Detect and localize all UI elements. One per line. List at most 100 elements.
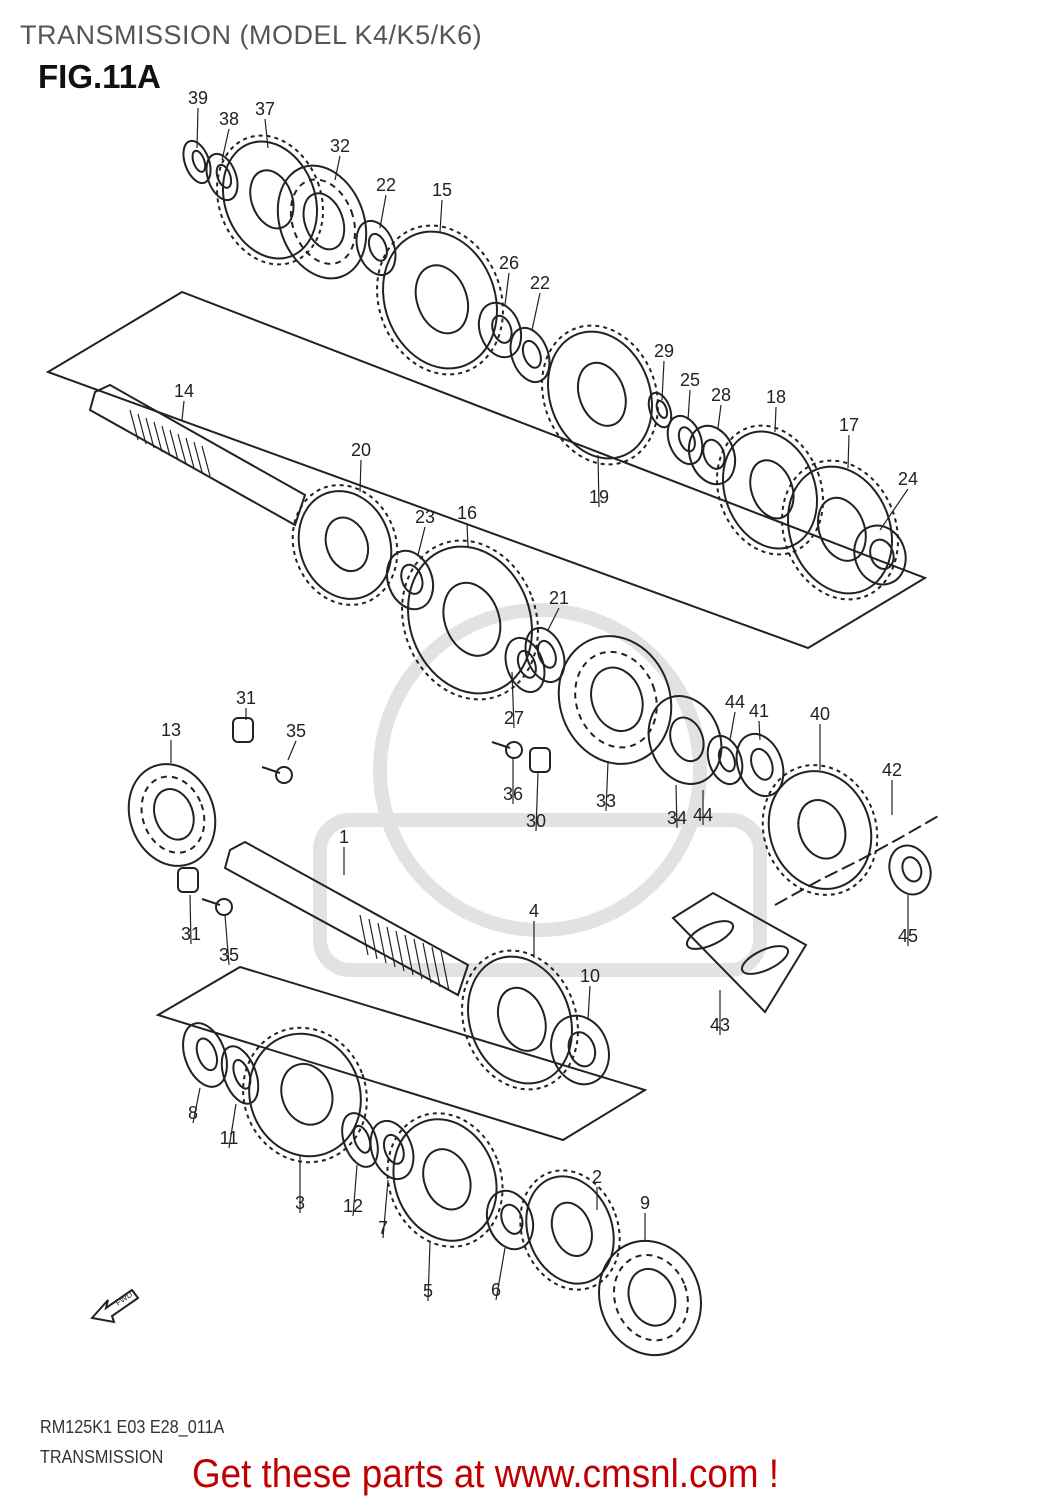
callout-39: 39 bbox=[188, 88, 208, 149]
spline-line bbox=[395, 930, 405, 972]
callout-label: 32 bbox=[330, 136, 350, 156]
callout-31: 31 bbox=[236, 688, 256, 720]
callout-22: 22 bbox=[530, 273, 550, 331]
gear-part bbox=[781, 459, 899, 601]
callout-label: 45 bbox=[898, 926, 918, 946]
leader-line bbox=[511, 671, 515, 729]
leader-line bbox=[192, 1087, 201, 1124]
gear-part bbox=[461, 949, 579, 1091]
callout-12: 12 bbox=[343, 1164, 363, 1217]
callout-label: 24 bbox=[898, 469, 918, 489]
callout-14: 14 bbox=[174, 381, 194, 421]
leader-line bbox=[427, 1241, 431, 1302]
callout-41: 41 bbox=[749, 701, 769, 741]
leader-line bbox=[547, 607, 560, 631]
countershaft-14 bbox=[88, 383, 307, 527]
leader-line bbox=[587, 985, 591, 1021]
callout-label: 1 bbox=[339, 827, 349, 847]
leader-line bbox=[504, 272, 510, 306]
callout-27: 27 bbox=[504, 671, 524, 729]
spline-line bbox=[137, 413, 147, 445]
seal-part bbox=[647, 695, 723, 785]
leader-line bbox=[661, 360, 665, 401]
leader-line bbox=[224, 914, 230, 966]
leader-line bbox=[264, 118, 269, 149]
spline-line bbox=[185, 437, 195, 469]
callout-15: 15 bbox=[432, 180, 452, 233]
leader-line bbox=[221, 128, 230, 161]
ring-part bbox=[888, 844, 932, 896]
callout-5: 5 bbox=[423, 1241, 433, 1302]
washer-part bbox=[385, 549, 435, 611]
callout-7: 7 bbox=[378, 1179, 389, 1239]
callout-label: 44 bbox=[725, 692, 745, 712]
callout-label: 16 bbox=[457, 503, 477, 523]
callout-20: 20 bbox=[351, 440, 371, 493]
leader-line bbox=[417, 526, 426, 556]
callout-label: 10 bbox=[580, 966, 600, 986]
spline-line bbox=[386, 926, 396, 968]
bearing-part bbox=[127, 763, 217, 867]
gear-part bbox=[541, 324, 659, 466]
washer-part bbox=[369, 1119, 415, 1181]
screw-head bbox=[505, 741, 523, 759]
callout-label: 34 bbox=[667, 808, 687, 828]
leader-line bbox=[189, 894, 192, 945]
callout-label: 27 bbox=[504, 708, 524, 728]
joint-link-part bbox=[685, 920, 735, 950]
callout-label: 43 bbox=[710, 1015, 730, 1035]
callout-label: 38 bbox=[219, 109, 239, 129]
callout-label: 21 bbox=[549, 588, 569, 608]
leader-line bbox=[466, 522, 469, 549]
fwd-arrow-icon: FWD bbox=[90, 1288, 140, 1324]
callout-label: 7 bbox=[378, 1218, 388, 1238]
callout-13: 13 bbox=[161, 720, 181, 763]
callout-label: 17 bbox=[839, 415, 859, 435]
spline-line bbox=[422, 942, 432, 984]
spline-line bbox=[377, 922, 387, 964]
leader-line bbox=[181, 400, 185, 421]
callout-label: 13 bbox=[161, 720, 181, 740]
callout-25: 25 bbox=[680, 370, 700, 421]
callout-label: 31 bbox=[181, 924, 201, 944]
gear-part bbox=[386, 1112, 504, 1248]
bearing-part bbox=[597, 1239, 703, 1357]
callout-44: 44 bbox=[693, 790, 713, 825]
page-title: TRANSMISSION (MODEL K4/K5/K6) bbox=[20, 20, 483, 50]
leader-line bbox=[597, 454, 600, 508]
leader-line bbox=[228, 1103, 237, 1149]
callout-4: 4 bbox=[529, 901, 539, 958]
spline-line bbox=[440, 950, 450, 992]
callout-37: 37 bbox=[255, 99, 275, 149]
leader-line bbox=[382, 1179, 389, 1239]
watermark-logo-graphic bbox=[313, 603, 767, 977]
callout-35: 35 bbox=[219, 914, 239, 966]
callout-label: 30 bbox=[526, 811, 546, 831]
bushing-part bbox=[477, 301, 523, 359]
spline-line bbox=[161, 425, 171, 457]
gear-part bbox=[376, 224, 504, 376]
callout-label: 31 bbox=[236, 688, 256, 708]
leader-line bbox=[729, 711, 736, 741]
callout-label: 15 bbox=[432, 180, 452, 200]
spline-line bbox=[413, 938, 423, 980]
callout-44: 44 bbox=[725, 692, 745, 741]
callout-40: 40 bbox=[810, 704, 830, 770]
ring-part bbox=[706, 734, 744, 786]
callout-22: 22 bbox=[376, 175, 396, 229]
gear-part bbox=[401, 539, 539, 701]
washer-part bbox=[205, 152, 239, 202]
lower-shaft-frame bbox=[155, 965, 648, 1142]
callout-label: 41 bbox=[749, 701, 769, 721]
spline-line bbox=[404, 934, 414, 976]
spline-line bbox=[145, 417, 155, 449]
callout-33: 33 bbox=[596, 761, 616, 812]
ring-part bbox=[524, 626, 566, 684]
callout-18: 18 bbox=[766, 387, 786, 433]
promo-link[interactable]: Get these parts at www.cmsnl.com ! bbox=[192, 1452, 779, 1496]
spline-line bbox=[201, 445, 211, 477]
ring-part bbox=[647, 391, 673, 429]
plate-part bbox=[529, 747, 551, 773]
